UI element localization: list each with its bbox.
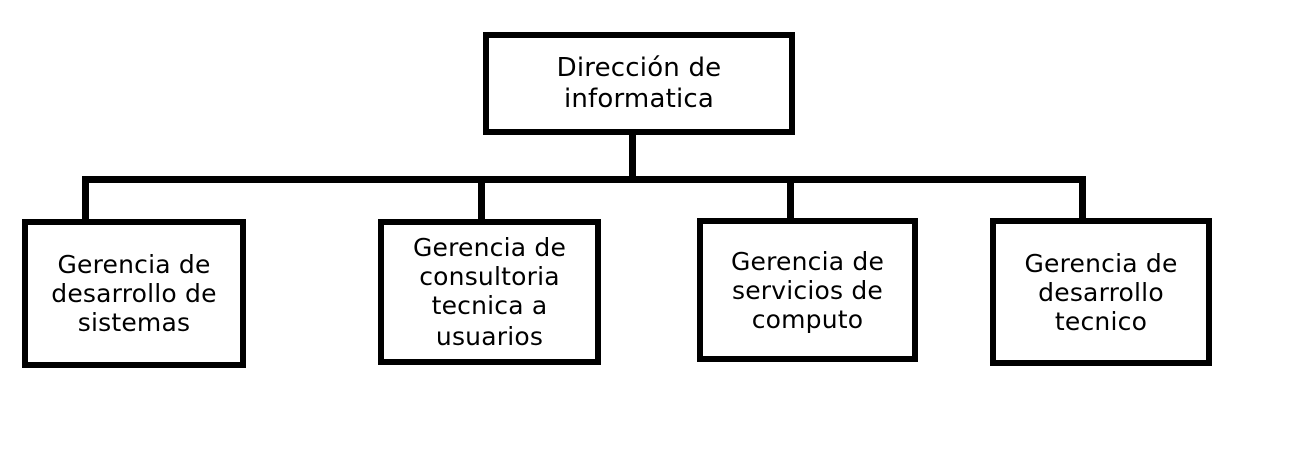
connector-drop-child-0: [82, 176, 89, 221]
org-node-gerencia-desarrollo-tecnico: Gerencia de desarrollo tecnico: [990, 218, 1212, 366]
org-node-line: tecnico: [1054, 306, 1148, 336]
connector-drop-child-3: [1079, 176, 1086, 220]
org-node-line: desarrollo de: [51, 279, 217, 308]
org-node-line: servicios de: [731, 275, 884, 305]
org-node-line: desarrollo: [1038, 277, 1164, 307]
org-node-line: usuarios: [435, 322, 544, 351]
org-node-line: Gerencia de: [412, 233, 567, 262]
connector-drop-child-2: [787, 176, 794, 220]
org-node-gerencia-consultoria-tecnica: Gerencia de consultoria tecnica a usuari…: [378, 219, 601, 365]
org-node-root-line: informatica: [563, 83, 715, 114]
connector-horizontal-bus: [82, 176, 1086, 183]
org-node-root-line: Dirección de: [556, 53, 722, 84]
org-node-line: Gerencia de: [57, 250, 211, 279]
org-node-line: computo: [751, 304, 864, 334]
org-node-root: Dirección de informatica: [483, 32, 795, 135]
connector-drop-child-1: [478, 176, 485, 221]
org-node-line: tecnica a: [431, 291, 548, 320]
connector-root-stem: [629, 133, 636, 181]
org-node-gerencia-servicios-computo: Gerencia de servicios de computo: [697, 218, 918, 362]
org-node-line: Gerencia de: [1024, 248, 1178, 278]
org-node-line: Gerencia de: [730, 246, 885, 276]
org-node-line: sistemas: [77, 308, 191, 337]
org-node-line: consultoria: [419, 262, 560, 291]
org-node-gerencia-desarrollo-sistemas: Gerencia de desarrollo de sistemas: [22, 219, 246, 368]
